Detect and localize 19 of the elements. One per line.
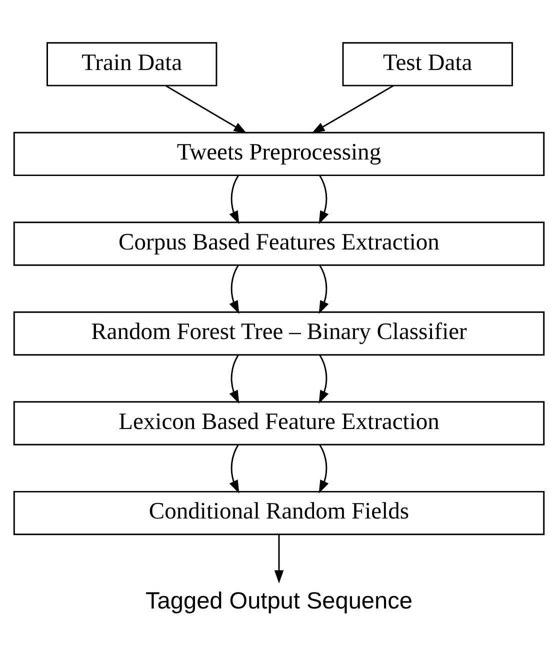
arrow <box>318 444 329 494</box>
arrow <box>274 534 284 584</box>
node-text: Tagged Output Sequence <box>146 587 412 614</box>
arrow <box>166 85 247 134</box>
node-box: Corpus Based Features Extraction <box>13 222 545 266</box>
node-box: Lexicon Based Feature Extraction <box>13 401 545 446</box>
arrow <box>229 175 240 224</box>
node-box: Conditional Random Fields <box>13 490 545 536</box>
node-box: Random Forest Tree – Binary Classifier <box>13 311 545 356</box>
arrow <box>318 354 329 404</box>
arrow <box>318 264 329 314</box>
arrow <box>229 354 240 404</box>
arrow <box>229 264 240 314</box>
node-box: Test Data <box>342 42 513 86</box>
node-box: Train Data <box>46 42 218 86</box>
arrow <box>229 444 240 494</box>
arrow <box>318 175 329 224</box>
node-box: Tweets Preprocessing <box>13 132 545 176</box>
arrow <box>312 84 394 134</box>
